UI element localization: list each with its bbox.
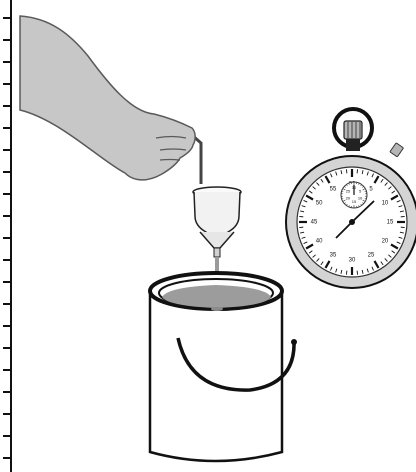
dial-number: 25 xyxy=(368,252,375,258)
subdial-number: 25 xyxy=(346,189,351,194)
dial-number: 15 xyxy=(387,220,394,226)
subdial-number: 15 xyxy=(352,199,357,204)
zahn-cup xyxy=(193,136,241,257)
subdial-number: 10 xyxy=(358,196,363,201)
ruler-strip xyxy=(0,0,12,472)
dial-number: 40 xyxy=(316,239,323,245)
dial-number: 10 xyxy=(382,201,389,207)
hand xyxy=(20,16,195,180)
dial-number: 35 xyxy=(330,252,337,258)
paint-can xyxy=(150,273,297,461)
subdial-number: 20 xyxy=(346,196,351,201)
dial-number: 45 xyxy=(311,220,318,226)
dial-number: 55 xyxy=(330,187,337,193)
dial-number: 30 xyxy=(349,258,356,264)
dial-number: 20 xyxy=(382,239,389,245)
dial-number: 50 xyxy=(316,201,323,207)
